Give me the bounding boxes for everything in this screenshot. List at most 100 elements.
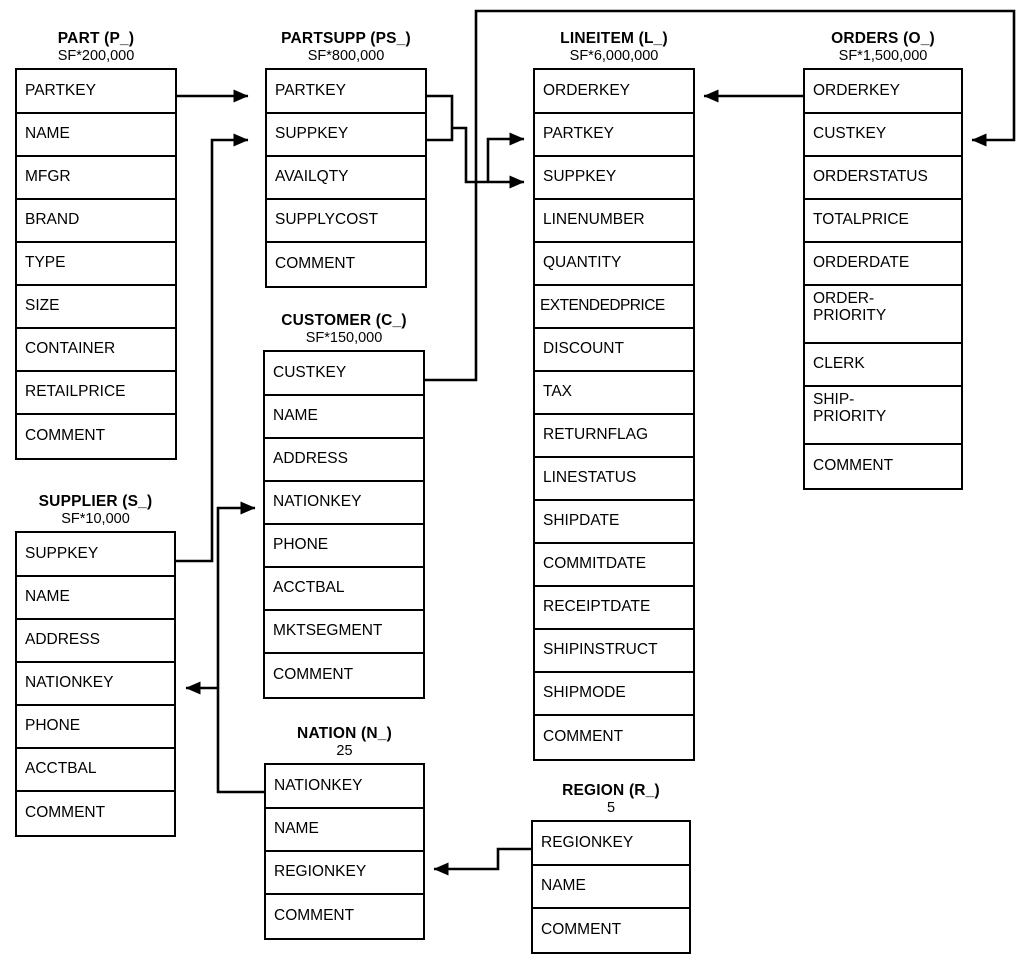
entity-supplier-cardinality: SF*10,000	[61, 511, 130, 528]
entity-lineitem-cardinality: SF*6,000,000	[569, 48, 659, 65]
column-lineitem-linenumber[interactable]: LINENUMBER	[535, 199, 693, 243]
entity-nation-cardinality: 25	[336, 743, 353, 760]
column-orders-totalprice[interactable]: TOTALPRICE	[805, 199, 961, 243]
column-lineitem-quantity[interactable]: QUANTITY	[535, 242, 693, 286]
entity-region-cardinality: 5	[606, 800, 616, 817]
column-partsupp-supplycost[interactable]: SUPPLYCOST	[267, 199, 425, 243]
column-part-partkey[interactable]: PARTKEY	[17, 69, 175, 114]
entity-partsupp-title: PARTSUPP (PS_)	[281, 30, 411, 47]
entity-partsupp-cardinality: SF*800,000	[307, 48, 385, 65]
column-lineitem-comment[interactable]: COMMENT	[535, 715, 693, 759]
column-nation-comment[interactable]: COMMENT	[266, 894, 423, 938]
wire-region-nation	[433, 847, 531, 876]
column-lineitem-extendedprice[interactable]: EXTENDEDPRICE	[535, 285, 693, 329]
column-lineitem-shipinstruct[interactable]: SHIPINSTRUCT	[535, 629, 693, 673]
entity-part[interactable]: PART (P_) SF*200,000 PARTKEY NAME MFGR B…	[15, 30, 177, 460]
column-lineitem-receiptdate[interactable]: RECEIPTDATE	[535, 586, 693, 630]
column-supplier-acctbal[interactable]: ACCTBAL	[17, 748, 174, 792]
entity-supplier[interactable]: SUPPLIER (S_) SF*10,000 SUPPKEY NAME ADD…	[15, 493, 176, 837]
column-orders-orderpriority[interactable]: ORDER-PRIORITY	[805, 285, 961, 344]
column-orders-orderkey[interactable]: ORDERKEY	[805, 69, 961, 114]
wire-partsupp-bus-trunk	[452, 126, 488, 184]
column-customer-mktsegment[interactable]: MKTSEGMENT	[265, 610, 423, 654]
column-customer-custkey[interactable]: CUSTKEY	[265, 351, 423, 396]
column-lineitem-shipmode[interactable]: SHIPMODE	[535, 672, 693, 716]
entity-nation[interactable]: NATION (N_) 25 NATIONKEY NAME REGIONKEY …	[264, 725, 425, 940]
column-lineitem-tax[interactable]: TAX	[535, 371, 693, 415]
column-part-container[interactable]: CONTAINER	[17, 328, 175, 372]
entity-part-body: PARTKEY NAME MFGR BRAND TYPE SIZE CONTAI…	[15, 67, 177, 460]
entity-orders-body: ORDERKEY CUSTKEY ORDERSTATUS TOTALPRICE …	[803, 67, 963, 490]
column-region-regionkey[interactable]: REGIONKEY	[533, 821, 689, 866]
column-partsupp-comment[interactable]: COMMENT	[267, 242, 425, 286]
column-line: PRIORITY	[813, 307, 887, 325]
wire-supplier-partsupp	[176, 133, 249, 563]
entity-region-title: REGION (R_)	[562, 782, 660, 799]
column-nation-nationkey[interactable]: NATIONKEY	[266, 764, 423, 809]
entity-partsupp[interactable]: PARTSUPP (PS_) SF*800,000 PARTKEY SUPPKE…	[265, 30, 427, 288]
column-part-size[interactable]: SIZE	[17, 285, 175, 329]
column-orders-custkey[interactable]: CUSTKEY	[805, 113, 961, 157]
column-customer-acctbal[interactable]: ACCTBAL	[265, 567, 423, 611]
column-customer-comment[interactable]: COMMENT	[265, 653, 423, 697]
column-lineitem-partkey[interactable]: PARTKEY	[535, 113, 693, 157]
entity-region[interactable]: REGION (R_) 5 REGIONKEY NAME COMMENT	[531, 782, 691, 954]
column-part-retailprice[interactable]: RETAILPRICE	[17, 371, 175, 415]
column-partsupp-suppkey[interactable]: SUPPKEY	[267, 113, 425, 157]
wire-partsupp-lineitem-partkey	[486, 132, 525, 182]
column-part-name[interactable]: NAME	[17, 113, 175, 157]
entity-supplier-body: SUPPKEY NAME ADDRESS NATIONKEY PHONE ACC…	[15, 530, 176, 837]
column-supplier-nationkey[interactable]: NATIONKEY	[17, 662, 174, 706]
wire-partsupp-bus-partkey	[427, 94, 454, 128]
column-line: ORDER-	[813, 289, 875, 307]
column-supplier-suppkey[interactable]: SUPPKEY	[17, 532, 174, 577]
column-customer-name[interactable]: NAME	[265, 395, 423, 439]
column-supplier-comment[interactable]: COMMENT	[17, 791, 174, 835]
entity-customer[interactable]: CUSTOMER (C_) SF*150,000 CUSTKEY NAME AD…	[263, 312, 425, 699]
column-supplier-address[interactable]: ADDRESS	[17, 619, 174, 663]
entity-orders-cardinality: SF*1,500,000	[838, 48, 928, 65]
entity-nation-title: NATION (N_)	[297, 725, 392, 742]
entity-part-cardinality: SF*200,000	[57, 48, 135, 65]
entity-nation-body: NATIONKEY NAME REGIONKEY COMMENT	[264, 762, 425, 940]
entity-orders[interactable]: ORDERS (O_) SF*1,500,000 ORDERKEY CUSTKE…	[803, 30, 963, 490]
entity-lineitem[interactable]: LINEITEM (L_) SF*6,000,000 ORDERKEY PART…	[533, 30, 695, 761]
column-partsupp-availqty[interactable]: AVAILQTY	[267, 156, 425, 200]
column-nation-name[interactable]: NAME	[266, 808, 423, 852]
column-part-brand[interactable]: BRAND	[17, 199, 175, 243]
column-nation-regionkey[interactable]: REGIONKEY	[266, 851, 423, 895]
column-part-type[interactable]: TYPE	[17, 242, 175, 286]
wire-partsupp-bus-suppkey	[427, 128, 454, 142]
column-lineitem-suppkey[interactable]: SUPPKEY	[535, 156, 693, 200]
column-lineitem-discount[interactable]: DISCOUNT	[535, 328, 693, 372]
entity-lineitem-title: LINEITEM (L_)	[560, 30, 668, 47]
column-part-mfgr[interactable]: MFGR	[17, 156, 175, 200]
column-orders-clerk[interactable]: CLERK	[805, 343, 961, 387]
entity-customer-cardinality: SF*150,000	[305, 330, 383, 347]
column-lineitem-linestatus[interactable]: LINESTATUS	[535, 457, 693, 501]
column-lineitem-returnflag[interactable]: RETURNFLAG	[535, 414, 693, 458]
column-orders-orderstatus[interactable]: ORDERSTATUS	[805, 156, 961, 200]
column-orders-comment[interactable]: COMMENT	[805, 444, 961, 488]
column-customer-address[interactable]: ADDRESS	[265, 438, 423, 482]
column-lineitem-shipdate[interactable]: SHIPDATE	[535, 500, 693, 544]
column-customer-nationkey[interactable]: NATIONKEY	[265, 481, 423, 525]
column-region-name[interactable]: NAME	[533, 865, 689, 909]
entity-supplier-title: SUPPLIER (S_)	[38, 493, 153, 510]
entity-part-title: PART (P_)	[57, 30, 135, 47]
column-supplier-phone[interactable]: PHONE	[17, 705, 174, 749]
entity-partsupp-body: PARTKEY SUPPKEY AVAILQTY SUPPLYCOST COMM…	[265, 67, 427, 288]
column-partsupp-partkey[interactable]: PARTKEY	[267, 69, 425, 114]
entity-region-body: REGIONKEY NAME COMMENT	[531, 819, 691, 954]
column-orders-shippriority[interactable]: SHIP-PRIORITY	[805, 386, 961, 445]
column-region-comment[interactable]: COMMENT	[533, 908, 689, 952]
entity-customer-title: CUSTOMER (C_)	[281, 312, 407, 329]
column-customer-phone[interactable]: PHONE	[265, 524, 423, 568]
column-supplier-name[interactable]: NAME	[17, 576, 174, 620]
column-orders-orderdate[interactable]: ORDERDATE	[805, 242, 961, 286]
column-lineitem-commitdate[interactable]: COMMITDATE	[535, 543, 693, 587]
column-lineitem-orderkey[interactable]: ORDERKEY	[535, 69, 693, 114]
entity-orders-title: ORDERS (O_)	[831, 30, 935, 47]
column-part-comment[interactable]: COMMENT	[17, 414, 175, 458]
entity-lineitem-body: ORDERKEY PARTKEY SUPPKEY LINENUMBER QUAN…	[533, 67, 695, 761]
